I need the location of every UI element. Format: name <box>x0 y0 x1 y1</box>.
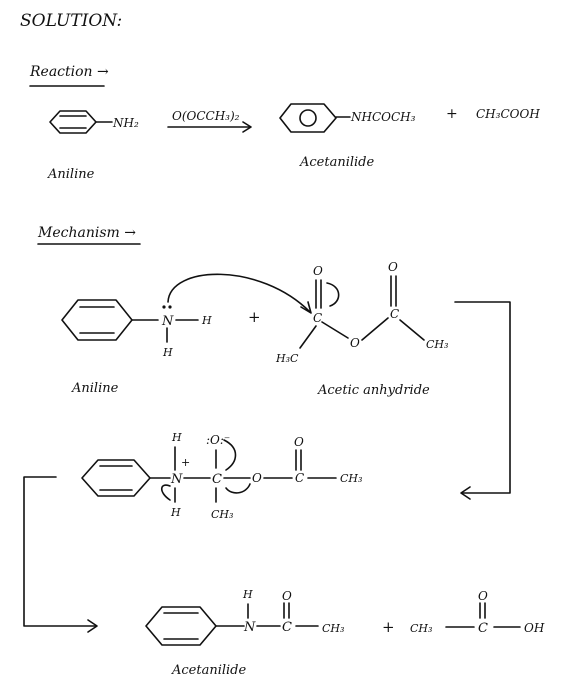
step2-alkoxide: :O:⁻ <box>206 433 230 447</box>
reaction-heading: Reaction → <box>29 64 109 80</box>
step3-carbonyl-oxygen: O <box>282 589 292 603</box>
step2-ring-icon <box>81 459 151 497</box>
anhydride-ch3-left: H₃C <box>275 352 299 365</box>
step2-nitrogen: N <box>170 472 183 487</box>
step2-h-top: H <box>171 431 182 444</box>
anhydride-c-left: C <box>313 311 322 325</box>
reaction-arrowhead-icon <box>242 121 252 133</box>
flow-arrowhead-icon-2 <box>87 619 98 633</box>
step3-h-top: H <box>242 588 253 601</box>
step1-plus: + <box>248 308 261 326</box>
flow-connector-left <box>23 476 97 627</box>
step3-carbonyl-carbon: C <box>282 620 292 635</box>
aniline-ring-icon <box>49 110 97 134</box>
step3-ch3-acetyl: CH₃ <box>322 622 344 635</box>
step3-acid-oh: OH <box>524 621 545 635</box>
acetanilide-name: Acetanilide <box>299 155 375 170</box>
step2-central-carbon: C <box>212 472 222 487</box>
reagent-label: O(OCCH₃)₂ <box>172 109 240 123</box>
reaction-plus: + <box>446 106 458 122</box>
step3-acid-carbon: C <box>478 621 488 636</box>
step2-acyl-carbon: C <box>295 471 304 485</box>
step3-product-name: Acetanilide <box>171 663 247 678</box>
aniline-name: Aniline <box>47 167 95 182</box>
carbonyl-electron-arrow <box>326 282 340 307</box>
step3-nitrogen: N <box>243 620 256 635</box>
step2-leaving-group-arrow <box>225 483 251 494</box>
step2-ch3-below: CH₃ <box>211 508 233 521</box>
step3-plus: + <box>382 618 395 636</box>
anhydride-ch3-right: CH₃ <box>426 338 448 351</box>
anhydride-o-bridge: O <box>350 336 360 350</box>
step1-lone-pair-dot <box>168 305 172 309</box>
anhydride-o-c-bond <box>361 317 389 341</box>
step1-aniline-ring-icon <box>61 299 133 341</box>
step3-acid-ch3: CH₃ <box>410 622 432 635</box>
attack-arrowhead-icon <box>300 301 312 314</box>
step2-n-plus: + <box>181 456 190 469</box>
aniline-nh2-label: NH₂ <box>112 116 139 130</box>
step1-anhydride-name: Acetic anhydride <box>317 383 430 398</box>
anhydride-o-top-left: O <box>313 264 323 278</box>
flow-connector-right <box>454 301 511 494</box>
step3-acid-oxygen: O <box>478 589 488 603</box>
attack-curved-arrow <box>167 273 311 313</box>
acetanilide-ring-icon <box>279 103 337 133</box>
step1-h-right: H <box>201 314 212 327</box>
acetanilide-group-label: NHCOCH₃ <box>350 110 416 124</box>
anhydride-c-ch3-bond <box>299 325 317 349</box>
flow-arrowhead-icon <box>460 486 471 500</box>
step2-h-below: H <box>170 506 181 519</box>
step2-ch3-right: CH₃ <box>340 472 362 485</box>
step1-lone-pair-dot <box>162 305 166 309</box>
page-title: SOLUTION: <box>20 11 122 31</box>
anhydride-o-top-right: O <box>388 260 398 274</box>
step2-bridge-oxygen: O <box>252 471 262 485</box>
anhydride-c-right: C <box>390 307 399 321</box>
step2-proton-arrow <box>160 484 171 501</box>
anhydride-c-o-bond <box>321 321 349 339</box>
anhydride-c-ch3-bond-right <box>399 319 425 341</box>
step2-carbonyl-oxygen: O <box>294 435 304 449</box>
step2-reform-carbonyl-arrow <box>223 439 237 471</box>
step1-h-below: H <box>162 346 173 359</box>
step1-aniline-name: Aniline <box>71 381 119 396</box>
step1-nitrogen: N <box>161 314 174 329</box>
step3-ring-icon <box>145 606 217 646</box>
mechanism-heading: Mechanism → <box>37 225 136 241</box>
byproduct-label: CH₃COOH <box>476 107 540 121</box>
